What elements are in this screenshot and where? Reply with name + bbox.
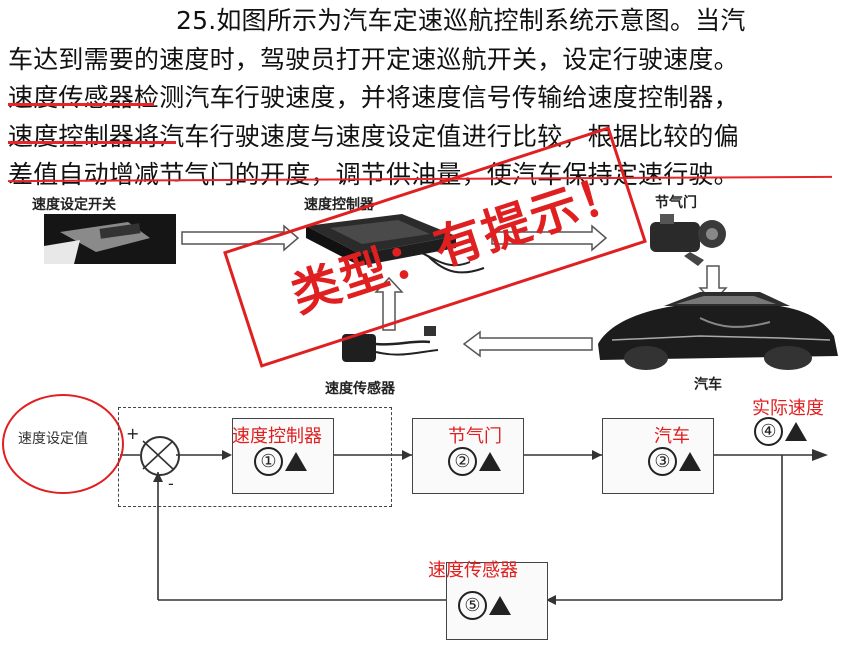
- throttle-label: 节气门: [655, 195, 697, 211]
- question-line-4: 速度控制器将汽车行驶速度与速度设定值进行比较，根据比较的偏: [8, 121, 739, 151]
- arrow-sensor-to-controller: [374, 276, 404, 331]
- slot-3-number: ③: [648, 447, 677, 476]
- triangle-icon: [679, 452, 701, 471]
- controller-dashed-box: [118, 407, 392, 507]
- arrow-car-to-sensor: [462, 330, 593, 358]
- answer-slot-1: ①: [254, 446, 307, 476]
- controller-photo-image: [306, 214, 485, 274]
- block-diagram-arrowheads: [153, 449, 828, 605]
- question-line-2: 车达到需要的速度时，驾驶员打开定速巡航开关，设定行驶速度。: [8, 44, 739, 74]
- throttle-photo-image: [650, 214, 726, 266]
- triangle-icon: [479, 452, 501, 471]
- arrow-switch-to-controller: [181, 224, 300, 252]
- controller-label: 速度控制器: [304, 197, 374, 213]
- block-throttle-label: 节气门: [448, 426, 502, 447]
- sensor-label: 速度传感器: [325, 381, 395, 397]
- triangle-icon: [285, 452, 307, 471]
- block-controller: [232, 418, 334, 494]
- block-sensor-label: 速度传感器: [428, 560, 518, 581]
- underline-sensor: [8, 103, 154, 106]
- answer-slot-3: ③: [648, 446, 701, 476]
- answer-slot-4: ④: [754, 416, 807, 446]
- minus-sign: -: [168, 474, 174, 493]
- question-text: 25.如图所示为汽车定速巡航控制系统示意图。当汽 车达到需要的速度时，驾驶员打开…: [8, 2, 856, 195]
- output-label: 实际速度: [752, 398, 824, 419]
- question-line-1: 25.如图所示为汽车定速巡航控制系统示意图。当汽: [176, 6, 746, 35]
- switch-photo-image: [44, 214, 176, 264]
- plus-sign: +: [126, 424, 140, 443]
- switch-label: 速度设定开关: [32, 197, 116, 213]
- underline-controller: [8, 141, 176, 144]
- triangle-icon: [489, 596, 511, 615]
- sensor-photo-image: [342, 326, 439, 362]
- input-label: 速度设定值: [18, 431, 88, 447]
- question-line-5: 差值自动增减节气门的开度，调节供油量，使汽车保持定速行驶。: [8, 160, 739, 189]
- sum-node: [140, 436, 180, 476]
- input-highlight-ellipse: [2, 394, 124, 494]
- triangle-icon: [785, 422, 807, 441]
- slot-5-number: ⑤: [458, 591, 487, 620]
- block-controller-label: 速度控制器: [232, 426, 322, 447]
- car-label: 汽车: [694, 377, 722, 393]
- block-car-label: 汽车: [654, 426, 690, 447]
- answer-slot-2: ②: [448, 446, 501, 476]
- arrow-controller-to-throttle: [491, 224, 608, 252]
- slot-1-number: ①: [254, 447, 283, 476]
- answer-slot-5: ⑤: [458, 590, 511, 620]
- slot-4-number: ④: [754, 417, 783, 446]
- block-diagram-connectors: [120, 440, 814, 601]
- question-line-3: 速度传感器检测汽车行驶速度，并将速度信号传输给速度控制器，: [8, 83, 739, 112]
- slot-2-number: ②: [448, 447, 477, 476]
- car-photo-image: [598, 292, 838, 370]
